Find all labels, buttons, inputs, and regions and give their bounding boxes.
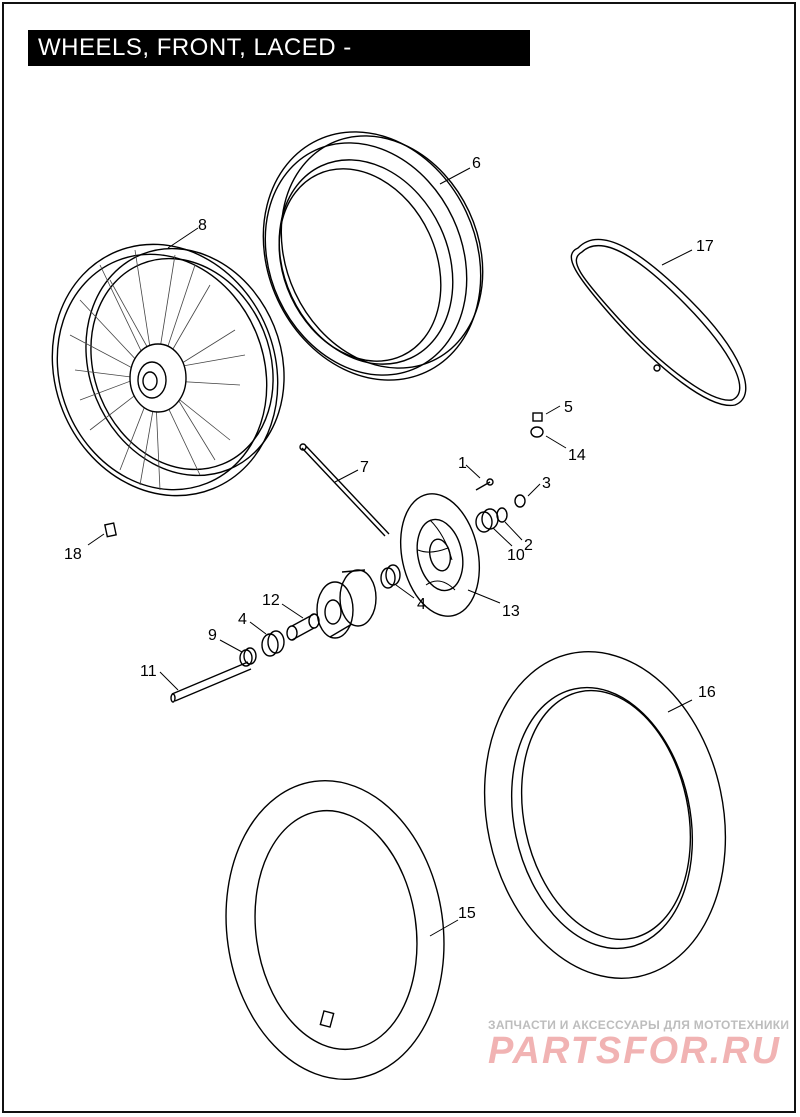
nut-5 [532,412,543,422]
nut-3 [514,494,526,508]
rim-strip [570,238,747,407]
callout-4-lower: 4 [238,611,247,628]
tag-18 [104,522,117,538]
callout-4-upper: 4 [417,596,426,613]
watermark-brand: PARTSFOR.RU [488,1030,781,1072]
callout-16: 16 [698,684,716,701]
callout-2: 2 [524,537,533,554]
callout-5: 5 [564,399,573,416]
callout-13: 13 [502,603,520,620]
callout-18: 18 [64,546,82,563]
callout-11: 11 [140,663,157,680]
tire [483,651,727,979]
callout-7: 7 [360,459,369,476]
axle [170,661,252,703]
callout-15: 15 [458,905,476,922]
callout-3: 3 [542,475,551,492]
wheel-hub [316,569,377,639]
callout-1: 1 [458,455,467,472]
watermark-tagline: ЗАПЧАСТИ И АКСЕССУАРЫ ДЛЯ МОТОТЕХНИКИ [488,1018,790,1032]
callout-12: 12 [262,592,280,609]
wheel-rim [262,131,484,381]
callout-8: 8 [198,217,207,234]
callout-10: 10 [507,547,525,564]
laced-wheel [51,243,285,497]
callout-14: 14 [568,447,586,464]
brake-disc [399,493,481,617]
callout-9: 9 [208,627,217,644]
callout-17: 17 [696,238,714,255]
leader-lines [87,167,693,937]
callout-6: 6 [472,155,481,172]
inner-tube [225,780,445,1080]
callout-labels: 1 2 3 4 4 5 6 7 8 9 10 11 12 13 14 15 16… [64,155,716,922]
washer-14 [530,426,544,438]
page-title: WHEELS, FRONT, LACED - 1200C/CP/N/V/X [28,30,530,97]
spoke [299,443,390,537]
spacer-12 [286,613,320,641]
